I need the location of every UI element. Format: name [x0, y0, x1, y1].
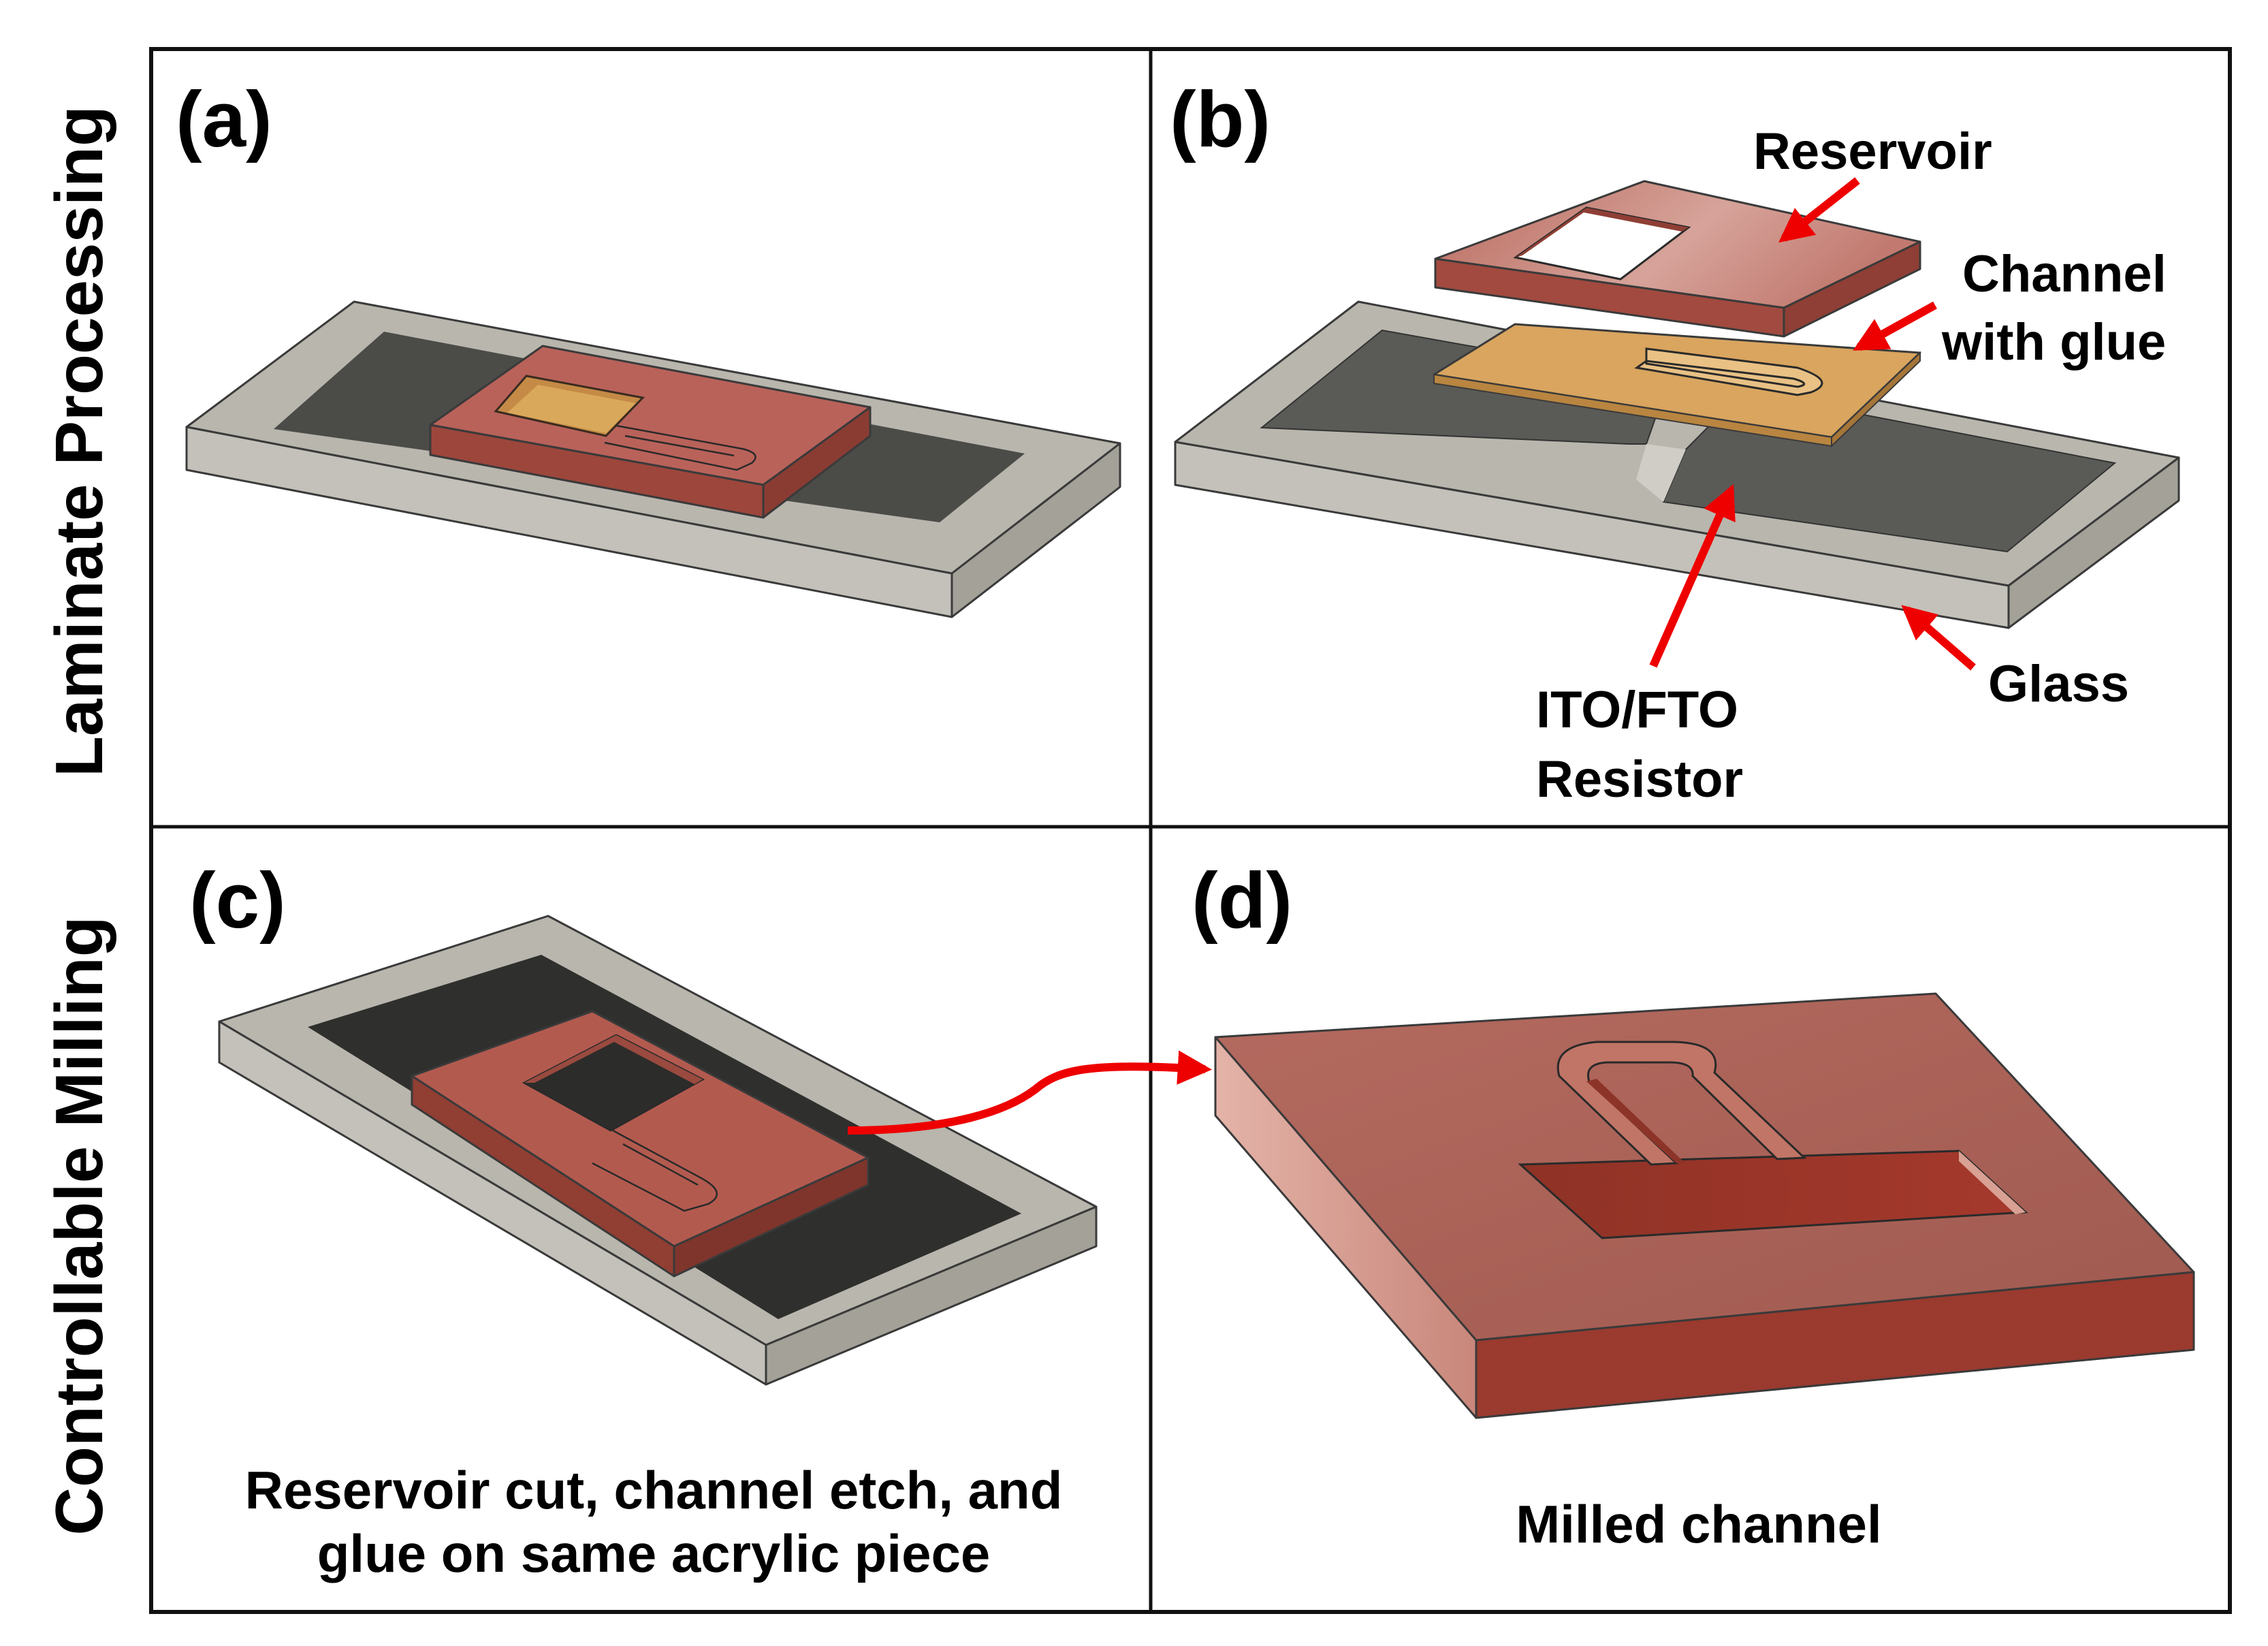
callout-reservoir: Reservoir: [1753, 123, 1992, 180]
laminate-side: [762, 406, 872, 519]
arrow-reservoir: [1778, 177, 1860, 243]
glass-slide-side: [2007, 456, 2180, 629]
panel-c-device: [218, 915, 1098, 1386]
callout-channel-line2: with glue: [1941, 313, 2166, 371]
transition-arrow: [847, 1050, 1213, 1135]
laminate-side: [673, 1156, 869, 1278]
panel-b-device: [1174, 180, 2180, 629]
panel-c-label: (c): [189, 856, 286, 945]
panel-d-label: (d): [1192, 856, 1292, 945]
caption-c-line2: glue on same acrylic piece: [317, 1523, 990, 1583]
row-label-controllable-milling: Controllable Milling: [42, 916, 116, 1535]
channel-outline: [604, 424, 756, 471]
reservoir-plate-side: [1783, 240, 1921, 338]
callout-arrows: [1649, 177, 1976, 671]
arrow-resistor: [1649, 484, 1736, 668]
milled-block-front: [1475, 1271, 2195, 1419]
callout-channel-line1: Channel: [1962, 245, 2167, 303]
glass-slide-side: [765, 1205, 1098, 1386]
panel-grid: [149, 47, 2232, 1614]
callout-resistor-line1: ITO/FTO: [1536, 681, 1738, 739]
panel-b-label: (b): [1170, 75, 1271, 163]
callout-resistor-line2: Resistor: [1536, 750, 1743, 808]
milled-channel: [1556, 1041, 1807, 1166]
panel-a-device: [185, 300, 1121, 618]
channel-slot: [1634, 347, 1823, 396]
callout-glass: Glass: [1988, 655, 2129, 713]
glass-slide-side: [951, 442, 1121, 618]
arrow-glass: [1901, 605, 1976, 671]
row-label-laminate-processing: Laminate Processing: [42, 106, 116, 777]
arrow-channel: [1853, 301, 1937, 351]
caption-c-line1: Reservoir cut, channel etch, and: [245, 1460, 1063, 1520]
caption-d: Milled channel: [1516, 1494, 1881, 1554]
channel-outline: [592, 1129, 718, 1212]
panel-d-block: [1214, 992, 2195, 1419]
panel-a-label: (a): [176, 75, 272, 163]
